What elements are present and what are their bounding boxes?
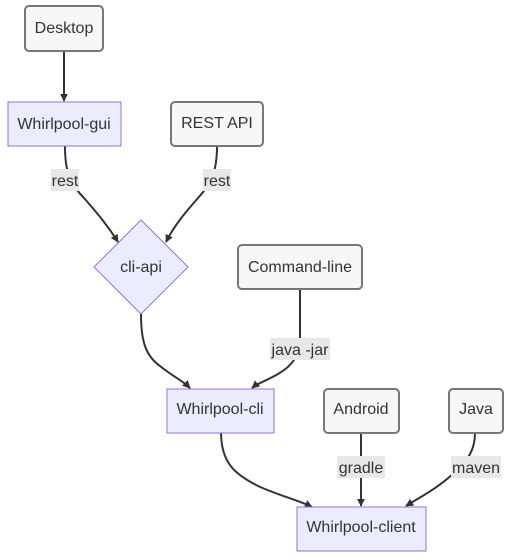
edge-label: rest (52, 173, 79, 190)
node-command-line[interactable]: Command-line (237, 244, 363, 290)
edge-gui-to-cli-api (64, 145, 119, 243)
node-label: Whirlpool-gui (17, 116, 110, 133)
edge-line (140, 313, 191, 389)
edge-label-rest-api-rest: rest (203, 169, 231, 191)
node-label: REST API (181, 115, 253, 132)
edge-line (220, 431, 313, 508)
node-whirlpool-cli[interactable]: Whirlpool-cli (166, 388, 275, 434)
node-label: Java (459, 401, 493, 418)
node-label: Android (333, 401, 388, 418)
node-label: Whirlpool-client (306, 519, 416, 536)
node-label: Whirlpool-cli (176, 401, 263, 418)
node-label: Desktop (35, 20, 94, 37)
edge-label: rest (204, 173, 231, 190)
edge-label-maven: maven (451, 456, 501, 478)
node-whirlpool-gui[interactable]: Whirlpool-gui (7, 101, 122, 147)
edge-rest-api-to-cli-api (165, 145, 218, 243)
edge-label: java -jar (271, 342, 330, 359)
node-android[interactable]: Android (323, 388, 400, 434)
edge-label-gui-rest: rest (51, 169, 79, 191)
node-java[interactable]: Java (448, 388, 504, 434)
node-whirlpool-client[interactable]: Whirlpool-client (296, 506, 427, 552)
edge-label-gradle: gradle (337, 456, 385, 478)
edge-line (64, 145, 119, 243)
node-rest-api[interactable]: REST API (170, 101, 264, 147)
edge-label-java-jar: java -jar (270, 338, 330, 360)
edge-label: gradle (339, 460, 384, 477)
node-label: Command-line (248, 259, 352, 276)
edge-cli-api-to-cli (140, 313, 191, 389)
node-label: cli-api (120, 259, 162, 276)
edge-line (165, 145, 218, 243)
node-cli-api[interactable]: cli-api (93, 219, 189, 315)
node-desktop[interactable]: Desktop (24, 5, 104, 52)
edge-cli-to-client (220, 431, 313, 508)
edge-label: maven (452, 460, 500, 477)
